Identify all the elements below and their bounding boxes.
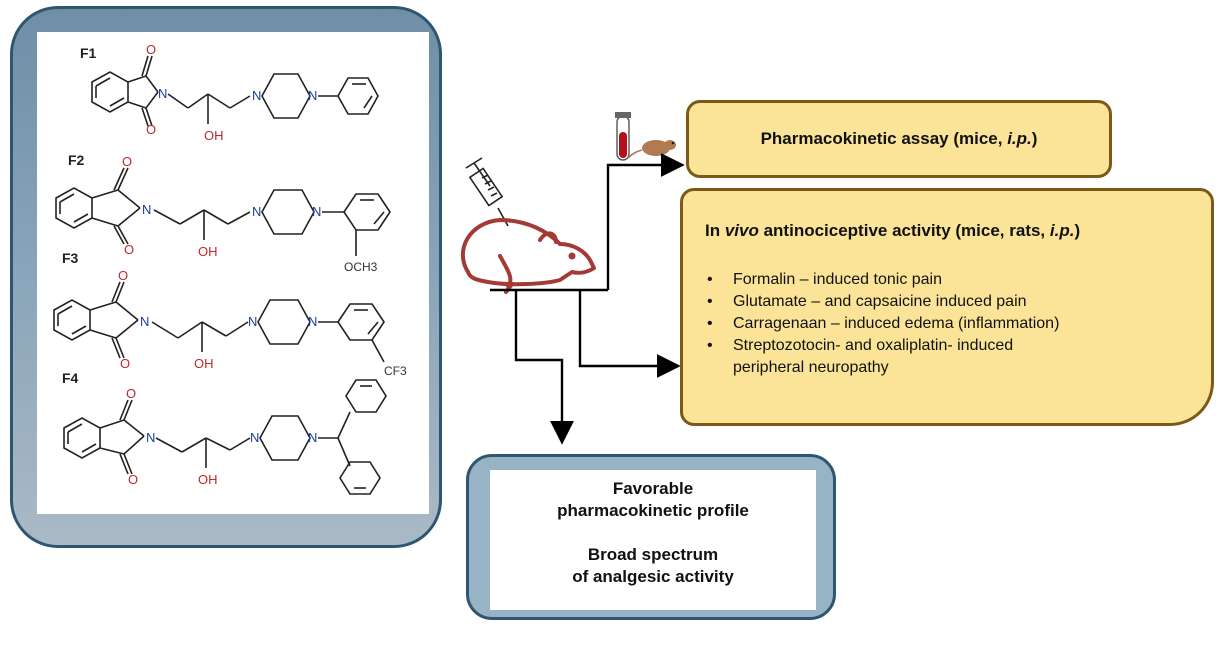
compound-label-f4: F4	[62, 370, 79, 386]
f1-piperazine-ring	[261, 73, 311, 119]
atom-o: O	[120, 356, 131, 371]
atom-o: O	[118, 268, 129, 283]
atom-oh: OH	[194, 356, 214, 371]
atom-o: O	[124, 242, 135, 257]
pk-assay-box: Pharmacokinetic assay (mice, i.p.)	[686, 100, 1112, 178]
activity-list: Formalin – induced tonic pain Glutamate …	[705, 269, 1059, 357]
f3-phenyl-ring	[337, 303, 385, 341]
compound-label-f2: F2	[68, 152, 85, 168]
f4-phenyl-ring-bottom	[339, 461, 381, 495]
atom-n: N	[250, 430, 260, 445]
atom-n: N	[140, 314, 150, 329]
activity-item: Formalin – induced tonic pain	[705, 269, 1059, 291]
atom-n: N	[252, 88, 262, 103]
f4-piperazine-ring	[259, 415, 311, 461]
structure-f1	[91, 55, 379, 127]
atom-n: N	[312, 204, 322, 219]
activity-item: Glutamate – and capsaicine induced pain	[705, 291, 1059, 313]
atom-n: N	[248, 314, 258, 329]
atom-o: O	[146, 122, 157, 137]
atom-o: O	[126, 386, 137, 401]
activity-item: Carragenaan – induced edema (inflammatio…	[705, 313, 1059, 335]
structure-f4	[63, 379, 387, 495]
atom-o: O	[122, 154, 133, 169]
atom-n: N	[252, 204, 262, 219]
outcome-box: Favorable pharmacokinetic profile Broad …	[490, 470, 816, 610]
connector-lines	[490, 153, 685, 445]
atom-oh: OH	[204, 128, 224, 143]
atom-n: N	[308, 88, 318, 103]
blood-tube-icon	[615, 112, 631, 161]
pk-assay-label: Pharmacokinetic assay (mice, i.p.)	[760, 129, 1038, 148]
structure-f3	[53, 281, 385, 363]
activity-box: In vivo antinociceptive activity (mice, …	[680, 188, 1214, 426]
arrow-to-activity	[578, 290, 681, 378]
f1-phenyl-ring	[337, 77, 379, 115]
compounds-panel	[37, 32, 429, 514]
outcome-line-4: of analgesic activity	[572, 567, 734, 586]
outcome-line-1: Favorable	[612, 479, 694, 498]
structure-f2	[55, 167, 391, 256]
atom-oh: OH	[198, 472, 218, 487]
atom-n: N	[142, 202, 152, 217]
arrow-to-outcome	[514, 290, 574, 445]
atom-n: N	[308, 314, 318, 329]
activity-item: Streptozotocin- and oxaliplatin- induced	[705, 335, 1059, 357]
f4-phenyl-ring-top	[345, 379, 387, 413]
arrow-to-pk-assay	[606, 153, 685, 290]
substituent-cf3: CF3	[384, 364, 407, 378]
atom-n: N	[158, 86, 168, 101]
mouse-icon	[461, 218, 596, 294]
atom-n: N	[146, 430, 156, 445]
syringe-icon	[465, 157, 509, 227]
atom-n: N	[308, 430, 318, 445]
activity-item-continuation: peripheral neuropathy	[733, 359, 889, 376]
atom-oh: OH	[198, 244, 218, 259]
f3-piperazine-ring	[257, 299, 311, 345]
f2-piperazine-ring	[261, 189, 315, 235]
substituent-och3: OCH3	[344, 260, 378, 274]
outcome-line-3: Broad spectrum	[587, 545, 719, 564]
activity-title: In vivo antinociceptive activity (mice, …	[705, 221, 1081, 240]
atom-o: O	[128, 472, 139, 487]
compound-label-f3: F3	[62, 250, 79, 266]
compound-label-f1: F1	[80, 45, 97, 61]
atom-o: O	[146, 42, 157, 57]
lab-mouse-icon	[627, 140, 676, 159]
outcome-line-2: pharmacokinetic profile	[557, 501, 749, 520]
